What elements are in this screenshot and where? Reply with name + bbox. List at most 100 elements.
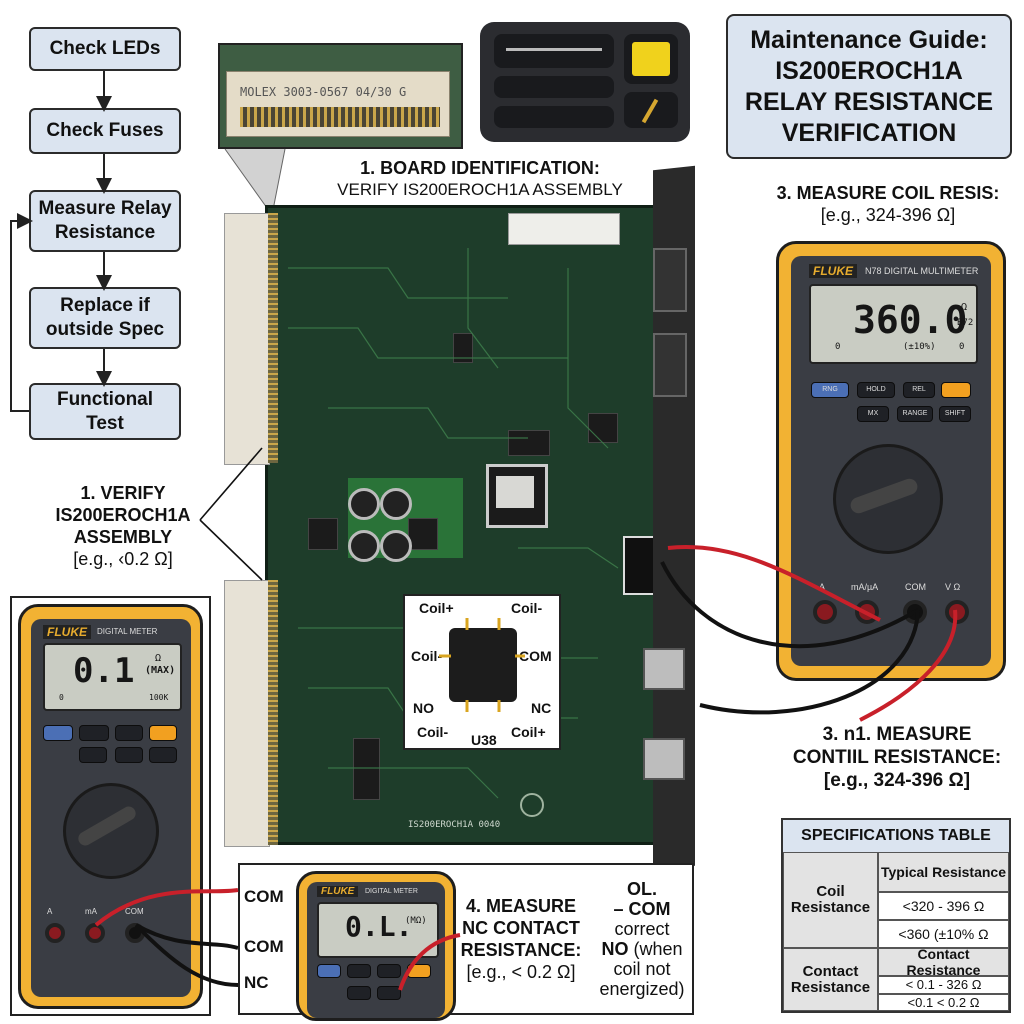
ic-chip-a [508,430,550,456]
spec-coil-v1: <320 - 396 Ω [878,892,1009,920]
right-key-7[interactable]: SHIFT [939,406,971,422]
flow-step-measure-relay: Measure Relay Resistance [29,190,181,252]
spec-contact-label: Contact Resistance [783,948,878,1011]
contil-measure-label: 3. n1. MEASURE CONTIIL RESISTANCE: [e.g.… [792,724,1002,791]
relay-pin-br: NC [531,700,552,716]
tray-pocket-long [494,106,614,128]
relay-inset: Coil+ Coil- Coil- COM NO NC Coil- Coil+ … [403,594,561,750]
left-key-2[interactable] [79,725,109,741]
multimeter-bottom-unit: (MΩ) [405,916,427,926]
coil-measure-label: 3. MEASURE COIL RESIS: [e.g., 324-396 Ω] [776,183,1000,225]
bottom-key-1[interactable] [317,964,341,978]
rj45-port-2 [643,738,685,780]
relay-pin-bbr: Coil+ [511,724,546,740]
flow-arrows [10,71,112,412]
bottom-key-4[interactable] [407,964,431,978]
relay-body [449,628,517,702]
left-key-4[interactable] [149,725,177,741]
left-key-5[interactable] [79,747,107,763]
specifications-table: SPECIFICATIONS TABLE Coil Resistance Typ… [781,818,1011,1013]
capacitor-4 [380,530,412,562]
left-key-6[interactable] [115,747,143,763]
multimeter-left-max: (MAX) [145,665,176,676]
connector-closeup-pins [240,107,440,127]
ol-note-when: (when [628,939,683,959]
capacitor-3 [348,530,380,562]
rj45-port-1 [643,648,685,690]
ic-chip-d [353,738,380,800]
bottom-key-3[interactable] [377,964,401,978]
multimeter-right-reading: 360.0 [853,298,968,342]
left-jack-ma[interactable] [85,923,105,943]
bottom-key-2[interactable] [347,964,371,978]
left-jack-label-ma: mA [85,907,97,916]
right-jack-label-a: A [819,582,826,592]
right-key-3[interactable]: REL [903,382,935,398]
esd-warning-icon [632,42,670,76]
edge-connector-bottom [224,580,270,847]
flow-loop-arrow [10,213,33,412]
multimeter-left-scale-start: 0 [59,693,64,702]
relay-pin-bl: NO [413,700,434,716]
multimeter-right-brand: FLUKE [809,264,857,278]
multimeter-left: FLUKE DIGITAL METER 0.1 Ω (MAX) 0 100K A… [18,604,203,1009]
ge-logo [520,793,544,817]
left-key-1[interactable] [43,725,73,741]
multimeter-left-scale-end: 100K [149,693,169,702]
right-key-6[interactable]: RANGE [897,406,933,422]
capacitor-2 [380,488,412,520]
multimeter-left-model: DIGITAL METER [97,627,158,636]
nc-measure-label: 4. MEASURE NC CONTACT RESISTANCE: [e.g.,… [460,896,582,982]
spec-table-title: SPECIFICATIONS TABLE [783,820,1009,854]
right-key-4[interactable] [941,382,971,398]
multimeter-right-sub: B72 [957,318,974,328]
right-key-1[interactable]: RNG [811,382,849,398]
right-key-2[interactable]: HOLD [857,382,895,398]
left-jack-com[interactable] [125,923,145,943]
relay-pin-bbl: Coil- [417,724,449,740]
left-key-3[interactable] [115,725,143,741]
wire-label-nc: NC [244,973,269,992]
tweezers-icon [506,48,602,51]
relay-pin-tl: Coil+ [419,600,454,616]
ic-chip-c [453,333,473,363]
right-jack-com[interactable] [903,600,927,624]
multimeter-right-model: N78 DIGITAL MULTIMETER [865,266,979,276]
connector-print: MOLEX 3003-0567 04/30 G [240,85,407,99]
right-key-5[interactable]: MX [857,406,889,422]
bottom-key-5[interactable] [347,986,371,1000]
verify-assembly-label: 1. VERIFY IS200EROCH1A ASSEMBLY [e.g., ‹… [55,483,191,569]
bottom-key-6[interactable] [377,986,401,1000]
spec-coil-label: Coil Resistance [783,852,878,948]
left-jack-a[interactable] [45,923,65,943]
multimeter-right-unit: Ω [961,302,968,313]
right-jack-label-com: COM [905,582,926,592]
multimeter-right: FLUKE N78 DIGITAL MULTIMETER 360.0 Ω B72… [776,241,1006,681]
relay-pin-mr: COM [519,648,552,664]
spec-contact-v1: < 0.1 - 326 Ω [878,976,1009,994]
multimeter-bottom-screen: 0.L. (MΩ) [317,902,439,958]
relay-pin-ml: Coil- [411,648,443,664]
db-connector-1 [653,248,687,312]
board-bottom-print: IS200EROCH1A 0040 [408,820,501,830]
edge-connector-bottom-pins [268,580,278,845]
multimeter-right-scale-end: 0 [959,342,965,352]
board-id-label: 1. BOARD IDENTIFICATION: VERIFY IS200ERO… [337,158,623,199]
nc-contact-panel: COM COM NC FLUKE DIGITAL METER 0.L. (MΩ)… [238,863,694,1021]
right-jack-a[interactable] [813,600,837,624]
flow-step-check-fuses: Check Fuses [29,108,181,154]
multimeter-left-reading: 0.1 [73,651,135,691]
multimeter-right-scale-start: 0 [835,342,841,352]
multimeter-left-unit: Ω [155,653,162,664]
main-processor-label [496,476,534,508]
db-connector-2 [653,333,687,397]
flow-step-check-leds: Check LEDs [29,27,181,71]
right-jack-ma[interactable] [855,600,879,624]
capacitor-1 [348,488,380,520]
left-key-7[interactable] [149,747,177,763]
multimeter-bottom-model: DIGITAL METER [365,888,418,895]
right-jack-v[interactable] [945,600,969,624]
right-jack-label-ma: mA/µA [851,582,879,592]
sticker-label [508,213,620,245]
